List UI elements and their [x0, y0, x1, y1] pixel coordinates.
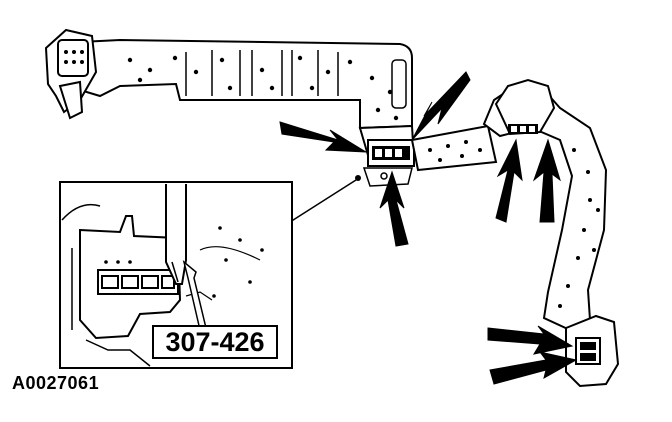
figure-id-label: A0027061	[12, 373, 100, 393]
arrow-icon	[489, 351, 578, 385]
center-connector-icon	[355, 139, 415, 187]
arrow-icon	[495, 138, 523, 223]
main-connector-icon	[44, 28, 98, 120]
arrow-icon	[379, 170, 409, 247]
main-harness-frame	[79, 38, 416, 164]
harness-link-strip	[410, 124, 498, 172]
upper-right-connector-icon	[494, 78, 556, 136]
arrow-icon	[487, 325, 574, 355]
tool-number-label: 307-426	[152, 325, 278, 359]
arrow-icon	[279, 121, 367, 153]
arrow-icon	[532, 138, 561, 223]
callout-leader-line	[289, 179, 357, 223]
arrow-icon	[411, 71, 471, 141]
special-tool-icon	[165, 184, 187, 285]
indicator-arrows	[279, 71, 578, 385]
lower-right-connector-icon	[565, 314, 620, 388]
